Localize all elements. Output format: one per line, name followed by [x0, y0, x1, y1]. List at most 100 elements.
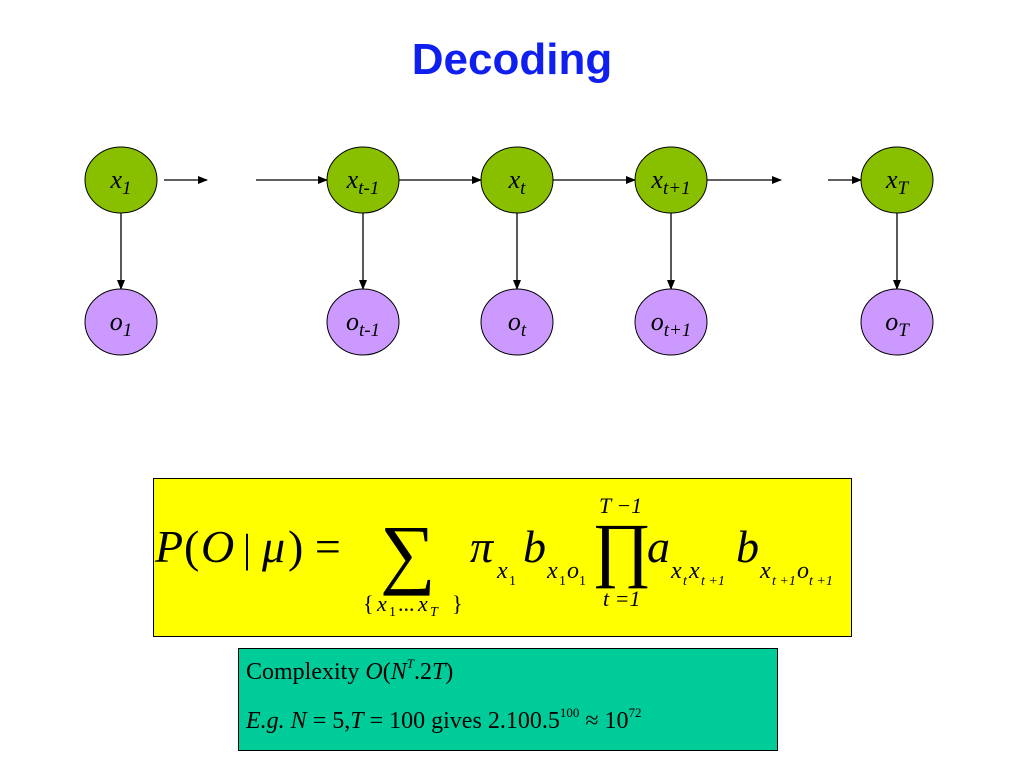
big-o-T: T — [431, 659, 446, 685]
b1-sub-1b: 1 — [579, 574, 586, 589]
formula-P: P — [154, 521, 183, 572]
product-lower-limit: t =1 — [603, 586, 640, 611]
state-circle — [634, 146, 708, 214]
formula-O: O — [201, 521, 234, 572]
a-sub-t1: t +1 — [701, 574, 725, 589]
formula-b1: b — [523, 521, 546, 572]
observation-node-4: ot+1 — [634, 288, 708, 356]
pi-sub-x: x — [496, 558, 508, 584]
example-T-var: T — [350, 708, 364, 734]
complexity-label: Complexity — [246, 659, 360, 685]
b1-sub-x: x — [546, 558, 558, 584]
sum-lower-close: } — [452, 591, 463, 616]
big-o-N: N — [390, 659, 407, 685]
big-o-factor: .2 — [413, 659, 432, 685]
observation-node-3: ot — [480, 288, 554, 356]
big-o-close-paren: ) — [445, 659, 454, 685]
observation-label-subscript: t-1 — [359, 320, 380, 341]
example-approx: ≈ 10 — [579, 708, 629, 734]
a-sub-x2: x — [688, 558, 700, 584]
sum-lower-dots: ... — [398, 591, 415, 616]
state-label-base: x — [346, 165, 359, 194]
observation-circle — [84, 288, 158, 356]
formula-open-paren: ( — [184, 521, 199, 572]
state-label: xt+1 — [650, 165, 690, 199]
b2-sub-t1b: t +1 — [809, 574, 833, 589]
state-label-subscript: 1 — [122, 178, 132, 199]
b2-sub-t1: t +1 — [772, 574, 796, 589]
sum-lower-x1: x — [376, 591, 387, 616]
formula-pi: π — [470, 521, 495, 572]
a-sub-x: x — [670, 558, 682, 584]
state-label-subscript: t+1 — [663, 178, 691, 199]
example-approx-exponent: 72 — [628, 705, 642, 720]
sum-lower-1: 1 — [389, 605, 396, 620]
slide-title: Decoding — [411, 35, 613, 84]
example-line: E.g. N = 5,T = 100 gives 2.100.5100 ≈ 10… — [246, 705, 642, 735]
b1-sub-o: o — [567, 558, 579, 584]
formula-box: P ( O | μ ) = ∑ { x 1 ... x T } π x 1 b … — [153, 478, 852, 637]
observation-label: ot-1 — [346, 307, 380, 341]
observation-label-base: o — [651, 307, 664, 336]
state-circle — [326, 146, 400, 214]
complexity-line: Complexity O(NT.2T) — [246, 656, 454, 686]
formula-mu: μ — [261, 521, 285, 572]
product-symbol: ∏ — [592, 509, 651, 589]
state-label: xT — [885, 165, 910, 199]
sum-symbol: ∑ — [380, 509, 436, 596]
big-o-T-exponent: T — [406, 656, 414, 671]
big-o-symbol: O — [365, 659, 383, 685]
state-label: xt — [508, 165, 527, 199]
state-label: x1 — [109, 165, 131, 199]
b2-sub-x: x — [759, 558, 771, 584]
state-node-3: xt — [480, 146, 554, 214]
observation-label-subscript: 1 — [123, 320, 133, 341]
observation-node-1: o1 — [84, 288, 158, 356]
observation-label-subscript: t+1 — [664, 320, 692, 341]
example-gives: gives — [425, 708, 488, 734]
observation-node-5: oT — [860, 288, 934, 356]
state-label-base: x — [508, 165, 521, 194]
state-label-base: x — [885, 165, 898, 194]
state-node-2: xt-1 — [326, 146, 400, 214]
state-label-subscript: t-1 — [358, 178, 379, 199]
observation-circle — [634, 288, 708, 356]
example-prefix: E.g. — [246, 708, 285, 734]
b1-sub-1: 1 — [559, 574, 566, 589]
pi-sub-1: 1 — [509, 574, 516, 589]
state-node-5: xT — [860, 146, 934, 214]
sum-lower-xT: x — [417, 591, 428, 616]
example-value-exponent: 100 — [559, 705, 580, 720]
probability-formula: P ( O | μ ) = ∑ { x 1 ... x T } π x 1 b … — [154, 493, 833, 620]
observation-label-subscript: t — [521, 320, 527, 341]
state-node-4: xt+1 — [634, 146, 708, 214]
example-N-value: = 5, — [306, 708, 351, 734]
observation-label: ot — [508, 307, 527, 341]
example-value: 2.100.5 — [487, 708, 560, 734]
example-N-var: N — [290, 708, 307, 734]
state-label-subscript: t — [520, 178, 526, 199]
observation-node-2: ot-1 — [326, 288, 400, 356]
formula-a: a — [647, 521, 670, 572]
state-circle — [480, 146, 554, 214]
state-label-base: x — [109, 165, 122, 194]
state-label-base: x — [650, 165, 663, 194]
observation-label: oT — [885, 307, 910, 341]
sum-lower-limit: { x 1 ... x T } — [363, 591, 463, 620]
formula-bar: | — [243, 526, 251, 571]
product-upper-limit: T −1 — [599, 493, 642, 518]
observation-circle — [860, 288, 934, 356]
a-sub-t: t — [683, 574, 688, 589]
observation-circle — [326, 288, 400, 356]
state-label-subscript: T — [897, 178, 909, 199]
observation-label-base: o — [508, 307, 521, 336]
formula-close-eq: ) = — [288, 521, 341, 572]
observation-label: o1 — [110, 307, 133, 341]
state-circle — [84, 146, 158, 214]
observation-label-base: o — [346, 307, 359, 336]
sum-lower-open: { — [363, 591, 374, 616]
example-T-value: = 100 — [363, 708, 426, 734]
state-node-1: x1 — [84, 146, 158, 214]
